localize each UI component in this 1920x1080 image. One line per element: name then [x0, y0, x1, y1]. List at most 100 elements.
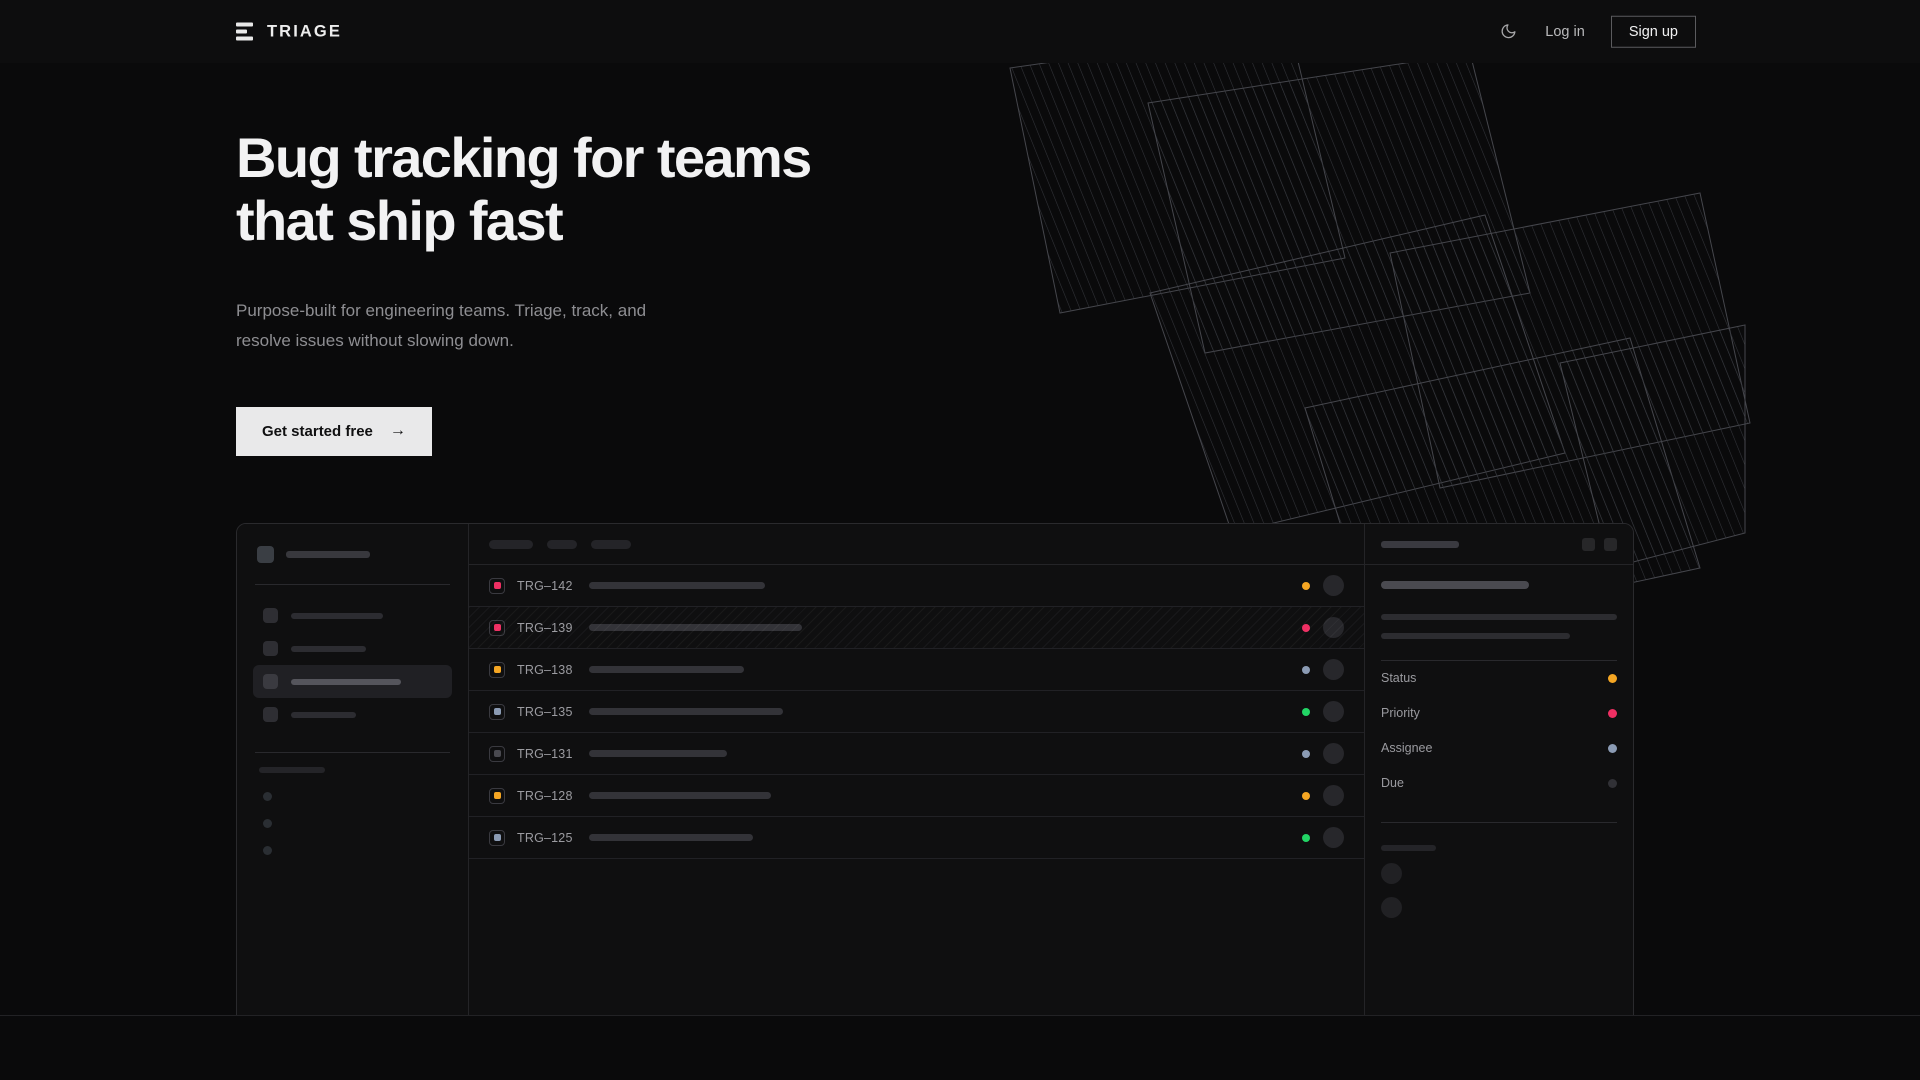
moon-icon[interactable] — [1497, 21, 1519, 43]
sidebar-mini-item-2[interactable] — [253, 810, 452, 837]
sidebar-section-label — [259, 767, 325, 773]
sidebar-item-icon — [263, 608, 278, 623]
property-assignee[interactable]: Assignee — [1381, 731, 1617, 766]
priority-indicator — [489, 829, 505, 846]
mock-detail-line-1 — [1381, 614, 1617, 620]
mock-list-toolbar — [469, 524, 1364, 565]
row-meta — [1302, 659, 1344, 680]
table-row[interactable]: TRG–128 — [469, 775, 1364, 817]
top-navbar: TRIAGE Log in Sign up — [0, 0, 1920, 63]
property-value-dot — [1608, 743, 1617, 753]
avatar — [1323, 827, 1344, 848]
table-row[interactable]: TRG–142 — [469, 565, 1364, 607]
mock-sidebar-mini-list — [253, 783, 452, 864]
issue-title-placeholder — [589, 708, 783, 715]
property-label: Status — [1381, 671, 1417, 685]
sidebar-item-label — [291, 612, 383, 619]
priority-indicator — [489, 577, 505, 594]
priority-indicator — [489, 661, 505, 678]
sidebar-nav-item-3[interactable] — [253, 665, 452, 698]
sidebar-mini-item-1[interactable] — [253, 783, 452, 810]
status-badge — [1302, 623, 1310, 632]
row-meta — [1302, 827, 1344, 848]
filter-chip-3[interactable] — [591, 539, 631, 549]
sidebar-item-label — [291, 645, 366, 652]
mock-detail-divider-1 — [1381, 660, 1617, 661]
property-label: Assignee — [1381, 741, 1433, 755]
sidebar-nav-item-1[interactable] — [253, 599, 452, 632]
mock-sidebar — [237, 524, 469, 1015]
table-row[interactable]: TRG–135 — [469, 691, 1364, 733]
sidebar-nav-item-4[interactable] — [253, 698, 452, 731]
issue-id: TRG–135 — [517, 704, 573, 719]
cta-label: Get started free — [262, 422, 373, 440]
issue-id: TRG–142 — [517, 578, 573, 593]
get-started-button[interactable]: Get started free → — [236, 406, 432, 456]
sidebar-divider-bottom — [255, 752, 450, 753]
property-priority[interactable]: Priority — [1381, 696, 1617, 731]
issue-title-placeholder — [589, 624, 802, 631]
login-link[interactable]: Log in — [1545, 23, 1585, 40]
mock-detail-line-2 — [1381, 633, 1570, 639]
avatar — [1323, 659, 1344, 680]
issue-id: TRG–131 — [517, 746, 573, 761]
table-row[interactable]: TRG–131 — [469, 733, 1364, 775]
sidebar-mini-item-3[interactable] — [253, 837, 452, 864]
property-label: Due — [1381, 776, 1404, 790]
page-title: Bug tracking for teams that ship fast — [236, 126, 812, 252]
hero-section: Bug tracking for teams that ship fast Pu… — [0, 63, 1920, 1015]
row-meta — [1302, 785, 1344, 806]
priority-indicator — [489, 619, 505, 636]
arrow-right-icon: → — [389, 422, 406, 440]
priority-indicator — [489, 787, 505, 804]
priority-indicator — [489, 745, 505, 762]
sidebar-divider-top — [255, 584, 450, 585]
avatar — [1323, 617, 1344, 638]
detail-action-1-icon[interactable] — [1582, 537, 1595, 551]
mock-workspace-label — [286, 551, 370, 558]
table-row[interactable]: TRG–139 — [469, 607, 1364, 649]
filter-chip-1[interactable] — [489, 539, 533, 549]
mock-sidebar-brand — [253, 541, 452, 563]
sidebar-item-label — [291, 678, 401, 685]
property-value-dot — [1608, 708, 1617, 718]
signup-button[interactable]: Sign up — [1610, 15, 1696, 48]
avatar — [1323, 575, 1344, 596]
mock-detail-actions — [1582, 537, 1617, 551]
status-badge — [1302, 791, 1310, 800]
detail-action-2-icon[interactable] — [1604, 537, 1617, 551]
filter-chip-2[interactable] — [547, 539, 577, 549]
sidebar-mini-dot-icon — [263, 846, 272, 855]
brand-logo[interactable]: TRIAGE — [236, 22, 342, 41]
mock-detail-divider-2 — [1381, 822, 1617, 823]
table-row[interactable]: TRG–138 — [469, 649, 1364, 691]
issue-title-placeholder — [589, 666, 744, 673]
brand-name: TRIAGE — [267, 22, 342, 40]
hero-subtitle: Purpose-built for engineering teams. Tri… — [236, 301, 647, 350]
nav-actions: Log in Sign up — [1497, 15, 1696, 48]
avatar — [1323, 701, 1344, 722]
hero-content: Bug tracking for teams that ship fast Pu… — [236, 126, 996, 456]
avatar — [1323, 743, 1344, 764]
sidebar-item-icon — [263, 674, 278, 689]
property-due[interactable]: Due — [1381, 766, 1617, 801]
issue-id: TRG–139 — [517, 620, 573, 635]
comment-avatar-2 — [1381, 897, 1402, 918]
issue-title-placeholder — [589, 792, 771, 799]
mock-detail-header — [1365, 524, 1633, 565]
sidebar-nav-item-2[interactable] — [253, 632, 452, 665]
sidebar-item-label — [291, 711, 356, 718]
issue-title-placeholder — [589, 582, 765, 589]
row-meta — [1302, 701, 1344, 722]
priority-indicator — [489, 703, 505, 720]
property-status[interactable]: Status — [1381, 661, 1617, 696]
mock-sidebar-nav — [253, 599, 452, 731]
row-meta — [1302, 575, 1344, 596]
table-row[interactable]: TRG–125 — [469, 817, 1364, 859]
row-meta — [1302, 743, 1344, 764]
